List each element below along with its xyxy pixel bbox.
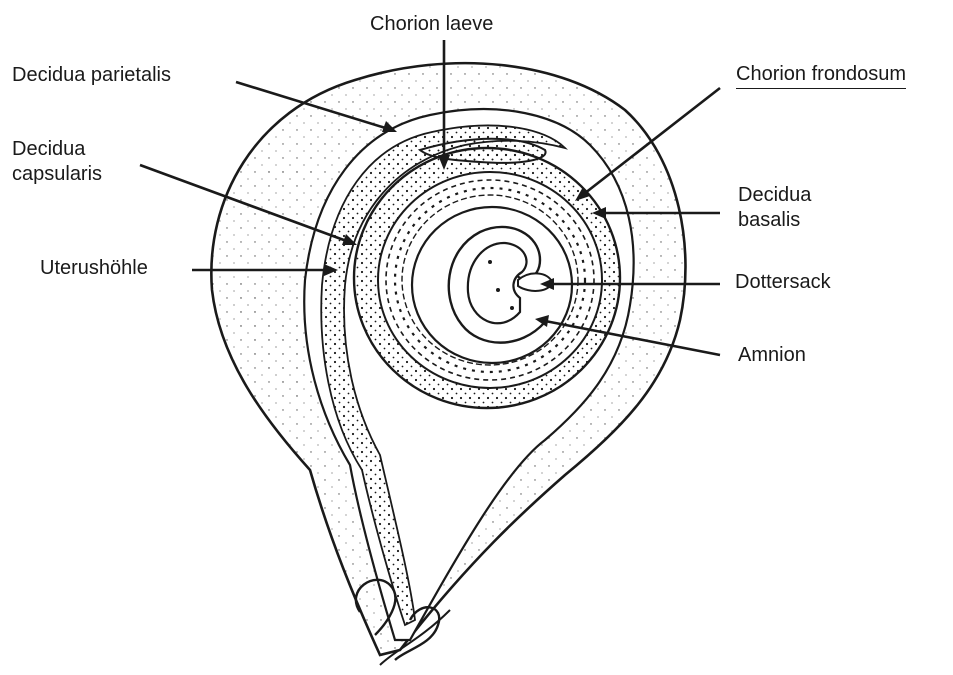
label-chorion-laeve: Chorion laeve — [370, 12, 493, 37]
label-decidua-basalis-line1: Decidua — [738, 183, 811, 208]
label-decidua-basalis: Decidua basalis — [738, 183, 811, 233]
label-dottersack: Dottersack — [735, 270, 831, 295]
label-decidua-capsularis-line1: Decidua — [12, 137, 102, 162]
label-decidua-capsularis: Decidua capsularis — [12, 137, 102, 187]
label-uterushoehle: Uterushöhle — [40, 256, 148, 281]
label-decidua-capsularis-line2: capsularis — [12, 162, 102, 187]
label-decidua-parietalis: Decidua parietalis — [12, 63, 171, 88]
label-amnion: Amnion — [738, 343, 806, 368]
label-chorion-frondosum: Chorion frondosum — [736, 62, 906, 89]
label-decidua-basalis-line2: basalis — [738, 208, 811, 233]
